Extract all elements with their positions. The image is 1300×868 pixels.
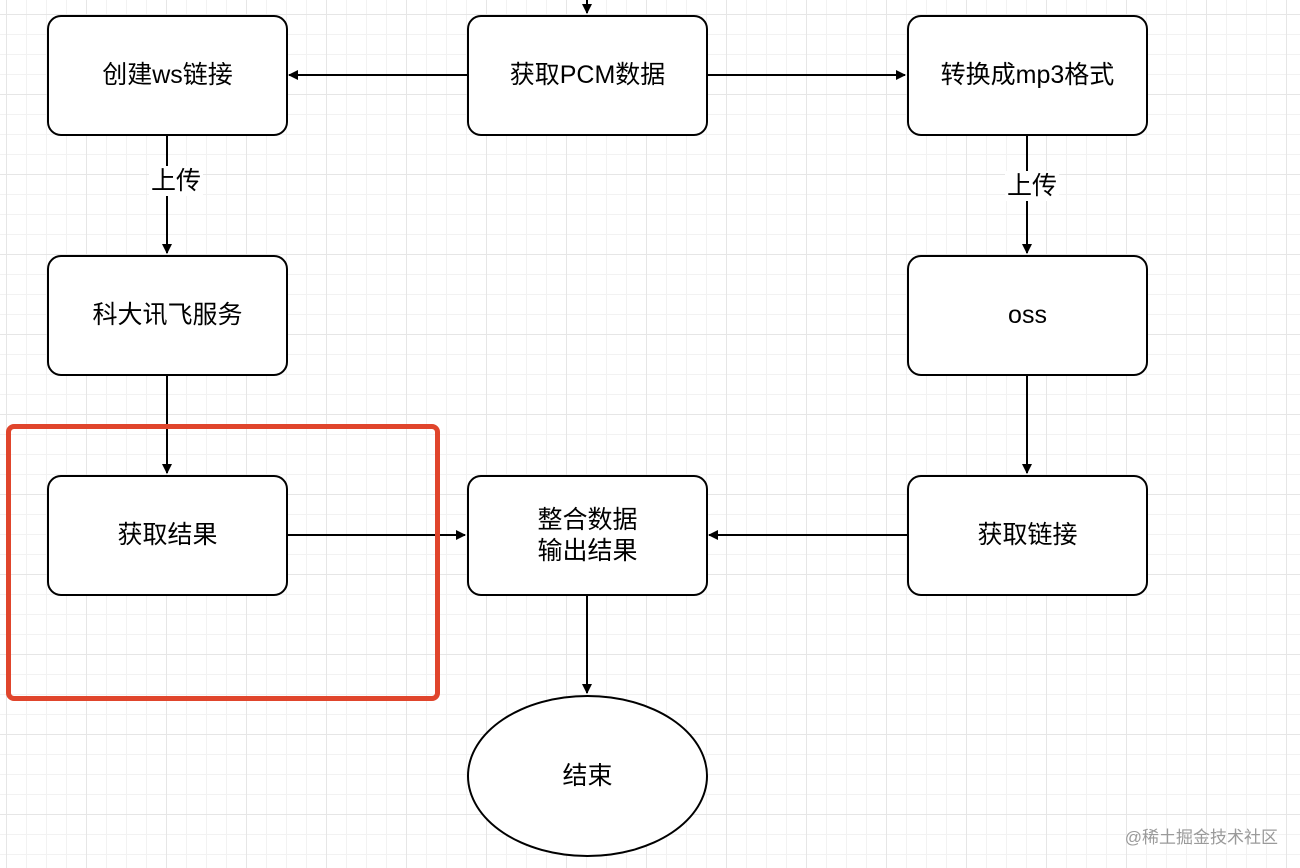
node-convert-mp3[interactable]: 转换成mp3格式 xyxy=(907,15,1148,136)
node-merge-output[interactable]: 整合数据 输出结果 xyxy=(467,475,708,596)
node-oss[interactable]: oss xyxy=(907,255,1148,376)
edge-label-left-upload: 上传 xyxy=(148,166,204,196)
node-xunfei-service[interactable]: 科大讯飞服务 xyxy=(47,255,288,376)
node-get-link[interactable]: 获取链接 xyxy=(907,475,1148,596)
watermark-text: @稀土掘金技术社区 xyxy=(1124,828,1278,847)
node-end[interactable]: 结束 xyxy=(467,695,708,857)
highlight-box xyxy=(6,424,440,701)
edge-label-right-upload: 上传 xyxy=(1004,171,1060,201)
node-get-pcm[interactable]: 获取PCM数据 xyxy=(467,15,708,136)
node-get-result[interactable]: 获取结果 xyxy=(47,475,288,596)
node-create-ws[interactable]: 创建ws链接 xyxy=(47,15,288,136)
